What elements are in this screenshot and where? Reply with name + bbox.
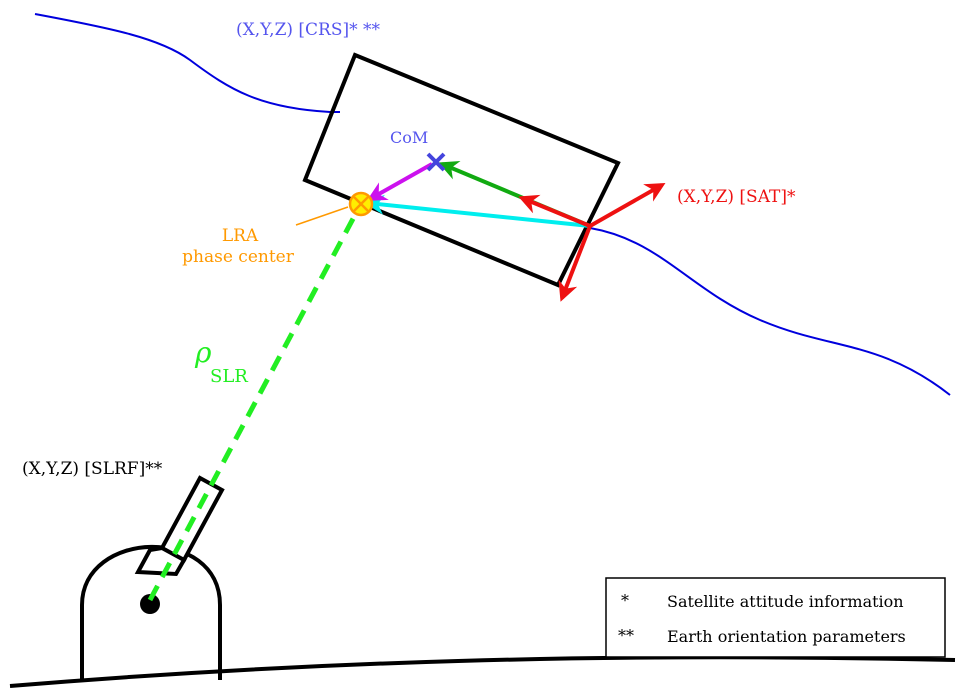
satellite-body — [302, 52, 621, 288]
com-label: CoM — [390, 128, 428, 147]
legend-box — [605, 577, 946, 658]
sat-to-lra-vector — [364, 194, 591, 228]
sat-label: (X,Y,Z) [SAT]* — [677, 187, 796, 207]
station-pivot — [140, 594, 160, 614]
legend-text-1: Satellite attitude information — [667, 592, 904, 611]
legend-mark-1: * — [621, 591, 629, 610]
sat-axis-y — [518, 194, 591, 228]
telescope-mount — [134, 545, 187, 577]
rho-symbol: ρ — [194, 336, 212, 369]
crs-label: (X,Y,Z) [CRS]* ** — [236, 20, 381, 40]
slr-range-line — [147, 213, 358, 602]
legend-text-2: Earth orientation parameters — [667, 627, 906, 646]
rho-subscript: SLR — [210, 366, 248, 387]
station-dome — [80, 544, 222, 680]
lra-label-line1: LRA — [222, 226, 259, 246]
sat-axis-z — [558, 225, 592, 302]
orbit-curve — [34, 13, 951, 396]
lra-leader-line — [295, 206, 349, 226]
com-marker — [426, 152, 446, 172]
lra-label-line2: phase center — [182, 247, 295, 267]
ground-line — [9, 655, 956, 688]
legend-mark-2: ** — [618, 626, 634, 645]
com-to-lra-vector — [366, 162, 433, 201]
slrf-label: (X,Y,Z) [SLRF]** — [22, 459, 163, 479]
sat-axis-x — [589, 183, 666, 228]
lra-phase-center-marker — [348, 191, 374, 217]
